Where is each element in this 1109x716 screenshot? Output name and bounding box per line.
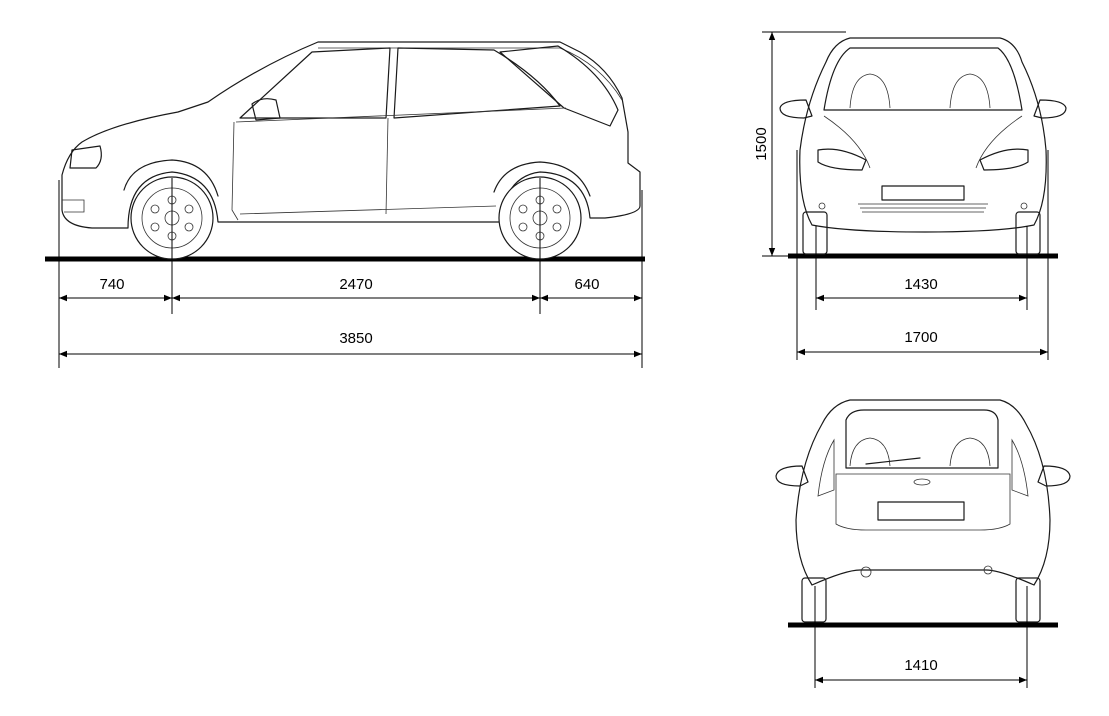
rear-license-plate: [877, 501, 965, 521]
side-view-body-outline: [61, 41, 641, 229]
height-label: 1500: [753, 127, 770, 160]
side-mirror: [251, 98, 281, 121]
rear-seat-left: [849, 437, 891, 467]
rear-left-mirror: [775, 465, 809, 487]
front-window: [239, 47, 391, 119]
right-tail-light: [1011, 438, 1029, 497]
right-fog-light: [1020, 202, 1028, 210]
left-mirror: [779, 99, 813, 119]
b-pillar-line: [385, 117, 389, 215]
front-right-tire: [1015, 211, 1041, 255]
tow-hook: [860, 566, 872, 578]
front-grille: [858, 203, 988, 213]
hood-lines: [823, 115, 1023, 169]
left-headlight: [817, 148, 867, 171]
seat-left: [849, 73, 891, 109]
front-windshield: [823, 47, 1023, 111]
rear-left-tire: [801, 577, 827, 623]
front-track-label: 1430: [904, 276, 937, 293]
front-license-plate: [881, 185, 965, 201]
left-fog-light: [818, 202, 826, 210]
exhaust-pipe: [983, 565, 993, 575]
tailgate-panel: [835, 473, 1011, 531]
overall-width-label: 1700: [904, 329, 937, 346]
front-view: 1500 1430 1700: [753, 31, 1067, 360]
right-mirror: [1033, 99, 1067, 119]
wheelbase-label: 2470: [339, 276, 372, 293]
front-bumper-detail: [62, 199, 85, 213]
rear-wiper: [865, 457, 921, 465]
front-view-body-outline: [799, 37, 1047, 233]
sill-line: [239, 205, 497, 215]
rear-track-label: 1410: [904, 657, 937, 674]
rear-wheel-arch: [493, 161, 591, 197]
right-headlight: [979, 148, 1029, 171]
rear-view-body-outline: [795, 399, 1051, 586]
belt-line: [235, 107, 567, 123]
rear-right-mirror: [1037, 465, 1071, 487]
rear-quarter-window: [499, 45, 619, 127]
rear-seat-right: [949, 437, 991, 467]
rear-right-tire: [1015, 577, 1041, 623]
overall-length-label: 3850: [339, 330, 372, 347]
headlight: [69, 145, 102, 169]
rear-overhang-label: 640: [574, 276, 599, 293]
front-overhang-label: 740: [99, 276, 124, 293]
seat-right: [949, 73, 991, 109]
front-door-edge: [231, 121, 239, 221]
front-wheel-arch: [123, 159, 219, 197]
rear-window: [845, 409, 999, 469]
front-left-tire: [802, 211, 828, 255]
side-view: 740 2470 640 3850: [45, 41, 645, 368]
roof-line: [318, 47, 623, 101]
left-tail-light: [817, 438, 835, 497]
rear-view: 1410: [775, 399, 1071, 688]
rear-emblem: [913, 478, 931, 486]
